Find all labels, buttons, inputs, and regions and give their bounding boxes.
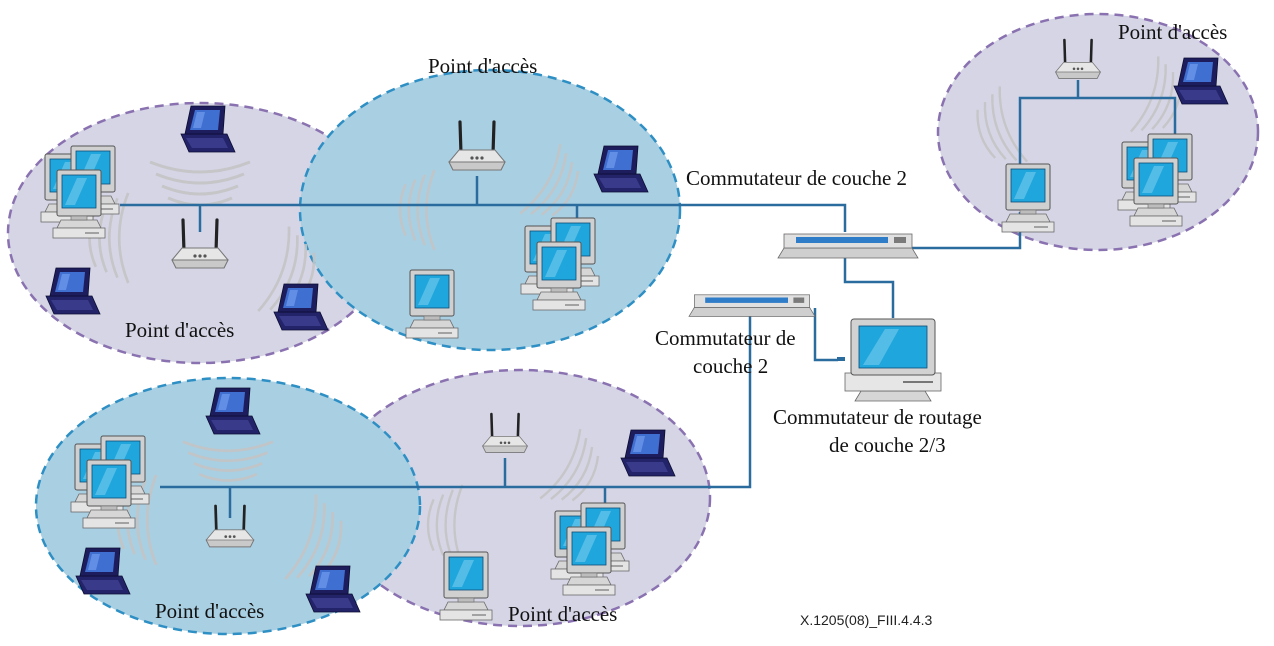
desktop-computer-icon (405, 269, 459, 339)
access-point-label: Point d'accès (508, 602, 618, 626)
desktop-computer-icon (1001, 163, 1055, 233)
access-point-label: Point d'accès (1118, 20, 1228, 44)
figure-reference: X.1205(08)_FIII.4.4.3 (800, 612, 933, 628)
wireless-cell-upper-right (936, 12, 1260, 252)
routing-switch-label-line1: Commutateur de routage (773, 405, 982, 429)
layer2-switch-icon (777, 233, 919, 259)
desktop-computer-icon (439, 551, 493, 621)
access-point-label: Point d'accès (155, 599, 265, 623)
wired-links (120, 80, 1177, 518)
layer2-switch-label-line1: Commutateur de (655, 326, 796, 350)
access-point-label: Point d'accès (428, 54, 538, 78)
routing-switch-label-line2: de couche 2/3 (829, 433, 946, 457)
wireless-cell-upper-center (298, 68, 682, 352)
layer2-switch-label-line2: couche 2 (693, 354, 769, 378)
layer2-switch-icon (688, 294, 816, 317)
access-point-label: Point d'accès (125, 318, 235, 342)
routing-switch-workstation-icon (837, 318, 942, 402)
layer2-switch-label: Commutateur de couche 2 (686, 166, 908, 190)
